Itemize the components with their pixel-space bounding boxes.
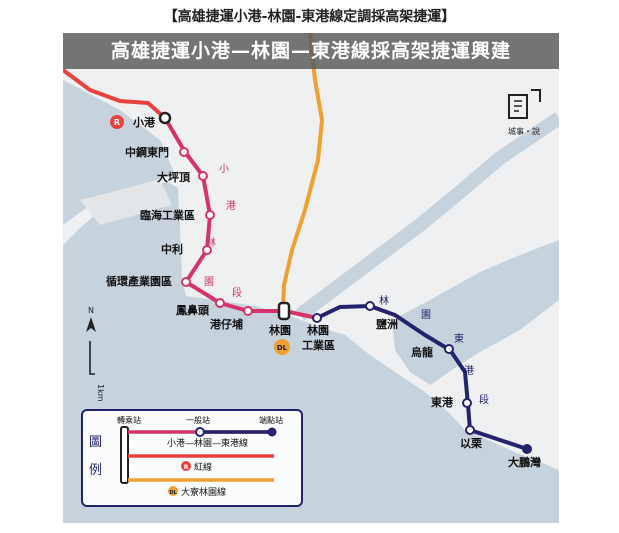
label-fengbitou: 鳳鼻頭: [176, 303, 210, 317]
legend-header-terminal: 端點站: [259, 415, 283, 425]
legend-title-char-1: 圖: [89, 435, 102, 450]
legend-red-badge: [181, 461, 191, 471]
logo-text: 城事・說: [508, 126, 540, 136]
legend-route-red: 紅線: [194, 461, 212, 473]
banner-title: 高雄捷運小港—林園—東港線採高架捷運興建: [63, 33, 559, 69]
legend-header-general: 一般站: [186, 415, 210, 425]
segment-donggang-char-5: 段: [479, 393, 489, 406]
harbor-block: [80, 180, 172, 225]
station-linyuan-marker[interactable]: [277, 301, 291, 321]
legend-title-char-2: 例: [89, 463, 102, 478]
legend-dl-badge-text: DL: [169, 490, 177, 496]
label-zhonggang: 中鋼東門: [125, 145, 169, 159]
red-line-badge: [110, 115, 124, 129]
station-zhonggang-marker[interactable]: [179, 147, 189, 157]
segment-donggang-char-3: 東: [454, 332, 464, 345]
dl-line: [281, 33, 325, 311]
logo-icon: [508, 89, 541, 119]
segment-xiaogang-char-3: 林: [206, 236, 216, 249]
station-wulong-marker[interactable]: [444, 344, 454, 354]
segment-xiaogang-char-1: 小: [219, 163, 229, 175]
station-yili-marker[interactable]: [465, 425, 475, 435]
segment-xiaogang-char-5: 段: [232, 286, 242, 299]
scale-bar: [89, 341, 95, 375]
legend-route-xld: 小港—林園—東港線: [167, 437, 248, 449]
label-yili: 以栗: [460, 437, 482, 450]
station-linyuan-industrial-marker[interactable]: [312, 313, 322, 323]
station-fengbitou-marker[interactable]: [215, 298, 225, 308]
station-gangzipu-marker[interactable]: [243, 306, 253, 316]
label-dapingding: 大坪頂: [157, 170, 191, 184]
legend-red-badge-text: R: [184, 464, 189, 471]
segment-donggang-char-2: 園: [421, 309, 431, 321]
station-xiaogang-marker[interactable]: [158, 111, 172, 125]
label-circular: 循環產業園區: [106, 274, 172, 288]
label-linyuan-industrial-1: 林園: [307, 323, 329, 337]
xiaogang-linyuan-segment: [163, 116, 318, 320]
legend-route-dl: 大寮林園線: [181, 486, 226, 498]
station-donggang-marker[interactable]: [462, 398, 472, 408]
station-linhai-marker[interactable]: [205, 210, 215, 220]
legend-transfer-symbol: [120, 426, 129, 484]
label-xiaogang: 小港: [132, 115, 156, 129]
label-zhongli: 中利: [161, 242, 183, 256]
upper-water: [63, 80, 175, 225]
lagoon: [392, 240, 559, 385]
station-yanzhou-marker[interactable]: [365, 301, 375, 311]
scale-label: 1km: [96, 384, 105, 402]
label-dapeng: 大鵬灣: [508, 455, 541, 469]
station-dapingding-marker[interactable]: [198, 171, 208, 181]
legend: 圖 例 轉乘站 一般站 端點站 小港—林園—東港線 R 紅線 DL 大寮林園線: [81, 409, 303, 507]
label-gangzipu: 港仔埔: [210, 317, 243, 331]
red-line: [63, 68, 167, 120]
transit-map: 小港 中鋼東門 大坪頂 臨海工業區 中利 循環產業園區 鳳鼻頭 港仔埔 林園 林…: [63, 33, 559, 523]
segment-xiaogang-char-4: 園: [204, 276, 214, 288]
legend-dl-badge: [168, 486, 178, 496]
red-line-badge-text: R: [114, 118, 120, 127]
page-title: 【高雄捷運小港-林園-東港線定調採高架捷運】: [163, 9, 456, 25]
dl-line-badge: [274, 339, 290, 355]
legend-terminal-symbol: [267, 427, 277, 437]
label-yanzhou: 鹽洲: [376, 317, 398, 331]
legend-header-transfer: 轉乘站: [117, 415, 141, 425]
north-arrow-icon: [86, 317, 96, 332]
label-donggang: 東港: [431, 395, 454, 409]
label-linhai: 臨海工業區: [140, 208, 195, 222]
segment-donggang-char-1: 林: [379, 294, 389, 307]
segment-xiaogang-char-2: 港: [226, 200, 236, 212]
dl-line-badge-text: DL: [277, 344, 288, 352]
compass-north: N: [88, 306, 94, 315]
river: [295, 112, 559, 321]
segment-donggang-char-4: 港: [464, 365, 474, 377]
label-linyuan-industrial-2: 工業區: [302, 338, 335, 352]
label-linyuan: 林園: [269, 323, 291, 337]
station-dapeng-marker[interactable]: [522, 444, 532, 454]
station-zhongli-marker[interactable]: [202, 245, 212, 255]
station-circular-marker[interactable]: [181, 277, 191, 287]
label-wulong: 烏龍: [411, 345, 433, 359]
legend-general-symbol: [195, 427, 205, 437]
